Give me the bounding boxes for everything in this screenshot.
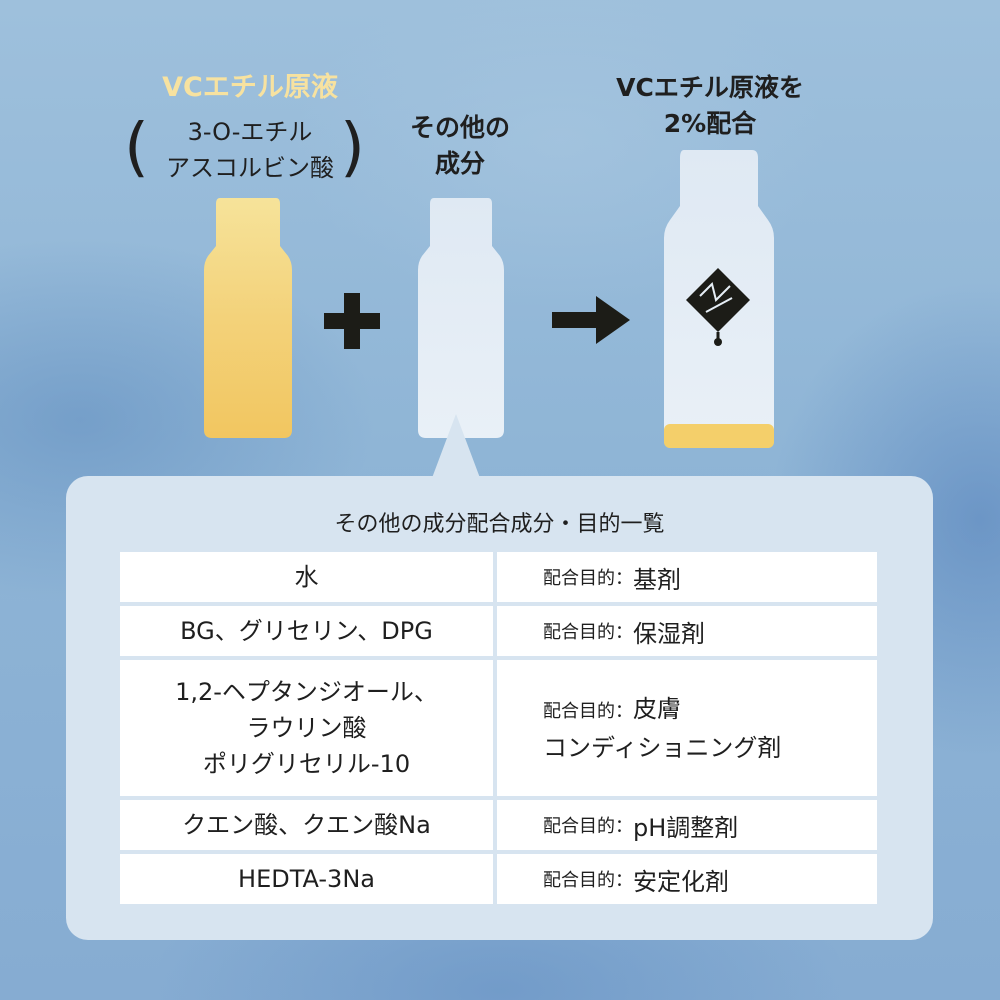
right-paren: ) bbox=[340, 111, 365, 185]
left-paren: ( bbox=[124, 111, 149, 185]
vc-ethyl-title: VCエチル原液 bbox=[162, 72, 338, 103]
vc-ethyl-chemical-name: 3-O-エチル アスコルビン酸 bbox=[166, 118, 334, 182]
ingredient-cell: クエン酸、クエン酸Na bbox=[120, 800, 493, 850]
table-row: 1,2-ヘプタンジオール、 ラウリン酸 ポリグリセリル-10 配合目的：皮膚 コ… bbox=[120, 660, 877, 796]
table-row: クエン酸、クエン酸Na 配合目的：pH調整剤 bbox=[120, 800, 877, 850]
other-ingredients-bottle bbox=[418, 198, 504, 438]
ingredient-cell: 1,2-ヘプタンジオール、 ラウリン酸 ポリグリセリル-10 bbox=[120, 660, 493, 796]
purpose-cell: 配合目的：安定化剤 bbox=[497, 854, 877, 904]
ingredient-cell: HEDTA-3Na bbox=[120, 854, 493, 904]
ingredient-cell: BG、グリセリン、DPG bbox=[120, 606, 493, 656]
arrow-right-icon bbox=[552, 296, 630, 344]
mixed-bottle-fill bbox=[664, 424, 774, 448]
plus-icon bbox=[324, 293, 380, 349]
panel-title: その他の成分配合成分・目的一覧 bbox=[334, 512, 665, 537]
vc-ethyl-bottle bbox=[204, 198, 292, 438]
ingredients-table: 水 配合目的：基剤 BG、グリセリン、DPG 配合目的：保湿剤 1,2-ヘプタン… bbox=[120, 552, 877, 908]
purpose-cell: 配合目的：皮膚 コンディショニング剤 bbox=[497, 660, 877, 796]
mix-result-title: VCエチル原液を 2%配合 bbox=[616, 73, 804, 138]
purpose-cell: 配合目的：保湿剤 bbox=[497, 606, 877, 656]
purpose-cell: 配合目的：基剤 bbox=[497, 552, 877, 602]
table-row: HEDTA-3Na 配合目的：安定化剤 bbox=[120, 854, 877, 904]
other-ingredients-title: その他の 成分 bbox=[409, 113, 510, 178]
table-row: 水 配合目的：基剤 bbox=[120, 552, 877, 602]
ingredient-cell: 水 bbox=[120, 552, 493, 602]
ingredients-panel: その他の成分配合成分・目的一覧 水 配合目的：基剤 BG、グリセリン、DPG 配… bbox=[66, 476, 933, 940]
table-row: BG、グリセリン、DPG 配合目的：保湿剤 bbox=[120, 606, 877, 656]
panel-pointer bbox=[432, 414, 480, 478]
purpose-cell: 配合目的：pH調整剤 bbox=[497, 800, 877, 850]
brand-logo-icon bbox=[686, 268, 750, 346]
